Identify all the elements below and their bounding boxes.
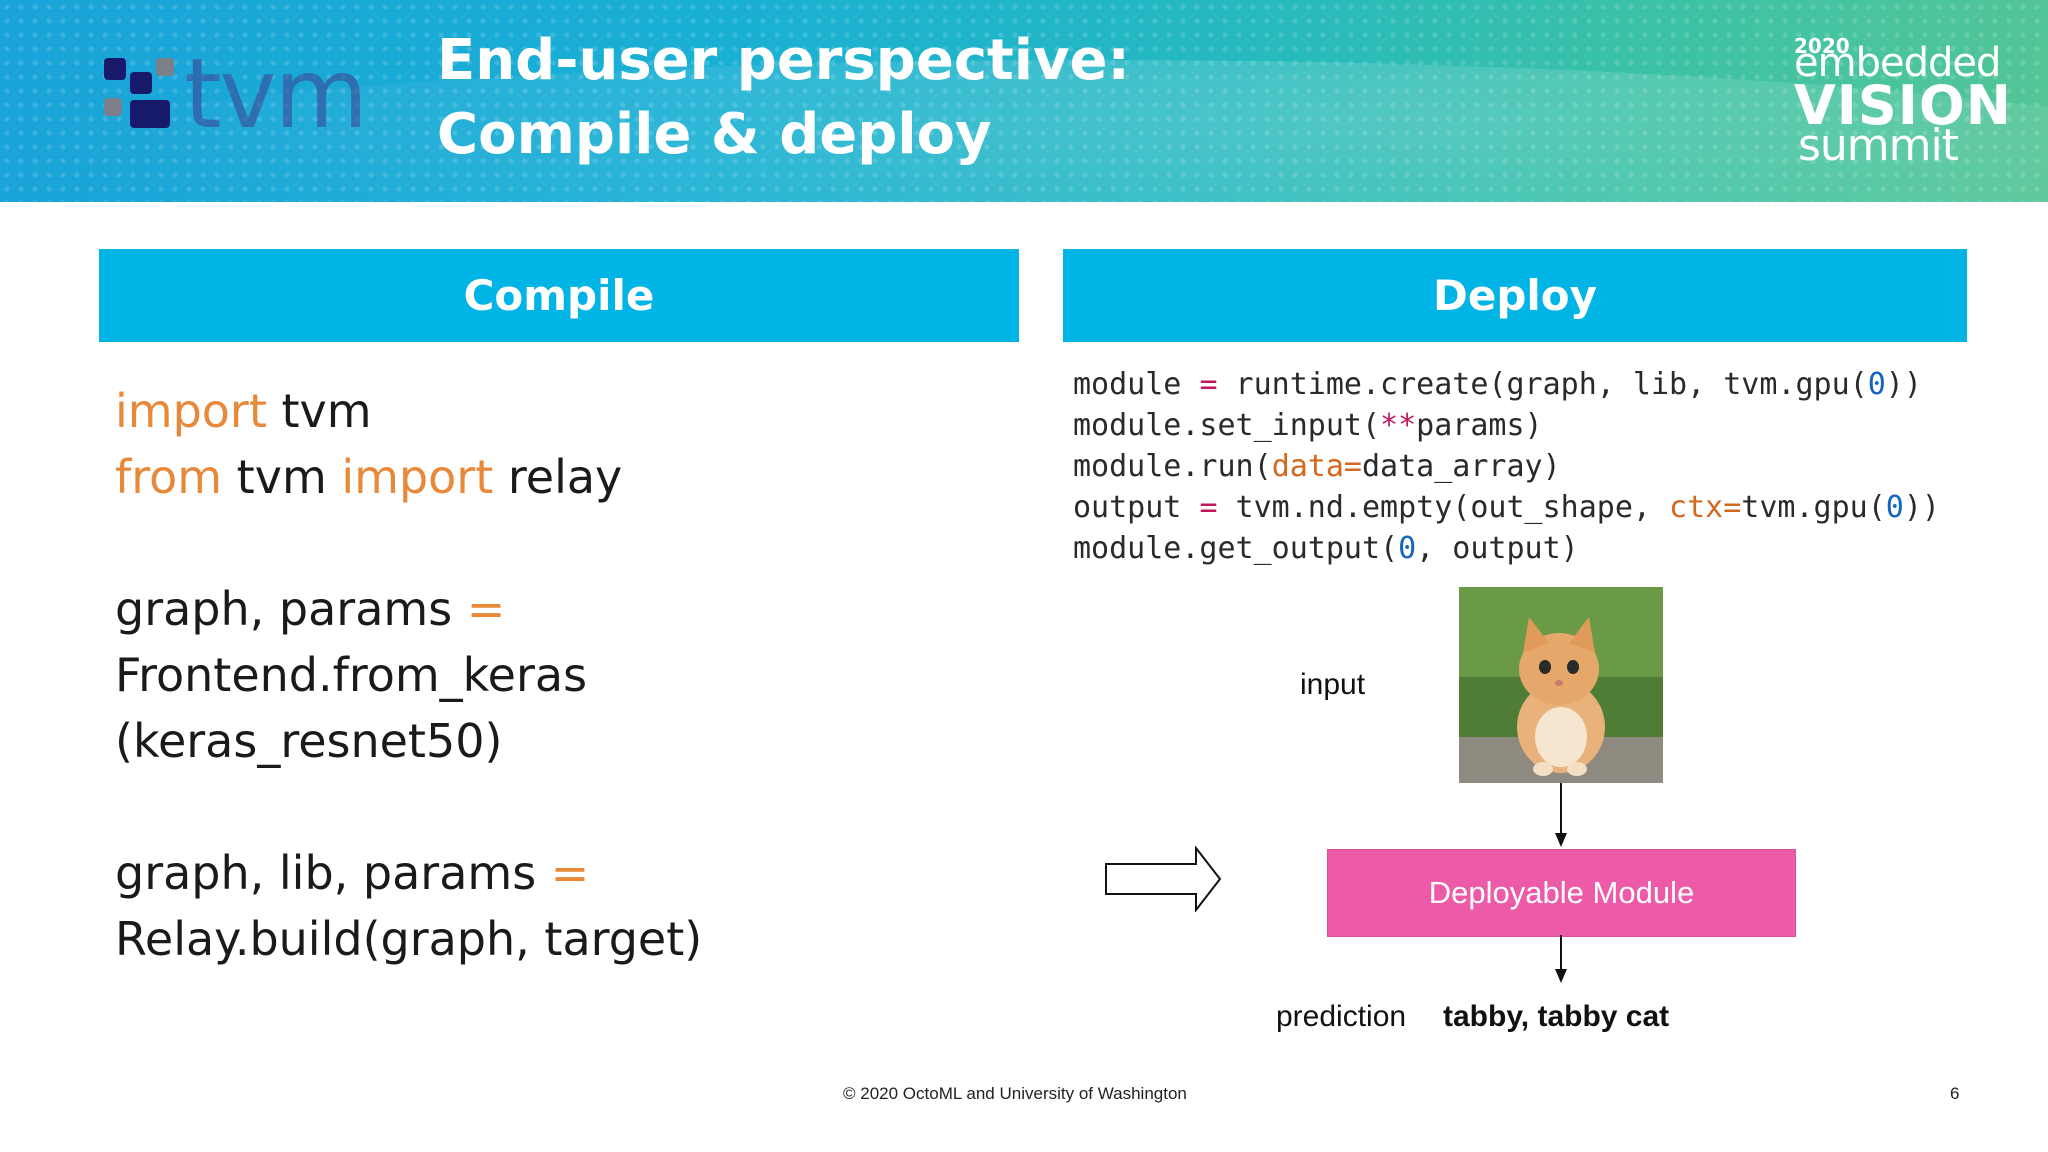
logo-text: tvm [184,38,368,150]
code-text: tvm.nd.empty(out_shape, [1217,490,1670,525]
slide-title: End-user perspective: Compile & deploy [437,24,1130,172]
operator: = [1199,367,1218,402]
keyword-arg: data= [1271,449,1362,484]
code-text: data_array) [1362,449,1561,484]
code-text: tvm [222,450,342,504]
code-text: module.run( [1073,449,1272,484]
copyright-footer: © 2020 OctoML and University of Washingt… [843,1084,1187,1103]
code-line: module.set_input(**params) [1073,405,1940,446]
code-line: Relay.build(graph, target) [115,912,703,966]
number: 0 [1867,367,1886,402]
deploy-header: Deploy [1063,249,1967,342]
operator: = [466,582,506,636]
summit-word-vision: VISION [1794,74,2012,137]
code-text: module.get_output( [1073,531,1399,566]
code-text: runtime.create(graph, lib, tvm.gpu( [1217,367,1868,402]
code-line: Frontend.from_keras [115,648,588,702]
logo-square-icon [130,100,170,128]
header-banner: tvm End-user perspective: Compile & depl… [0,0,2048,202]
code-text: tvm [266,384,372,438]
code-text: )) [1885,367,1922,402]
keyword-arg: ctx= [1669,490,1742,525]
logo-square-icon [104,98,122,116]
code-text: module [1073,367,1200,402]
hollow-right-arrow-icon [1105,846,1222,912]
code-line: (keras_resnet50) [115,714,503,768]
code-line: graph, params = [115,576,702,642]
prediction-value: tabby, tabby cat [1443,1000,1670,1033]
prediction-label: prediction [1276,1000,1407,1033]
input-label: input [1300,668,1366,701]
code-text: , output) [1416,531,1579,566]
page-number: 6 [1950,1084,1960,1103]
code-line: module = runtime.create(graph, lib, tvm.… [1073,364,1940,405]
code-text: graph, lib, params [115,846,551,900]
deployable-module-box: Deployable Module [1327,849,1796,937]
number: 0 [1398,531,1417,566]
summit-year: 2020 [1794,34,1850,58]
arrow-down-icon [1555,935,1567,983]
blank-line [115,510,702,576]
code-text: )) [1903,490,1940,525]
number: 0 [1885,490,1904,525]
compile-header: Compile [99,249,1019,342]
deploy-code-block: module = runtime.create(graph, lib, tvm.… [1073,364,1940,569]
keyword: from [115,450,223,504]
logo-square-icon [104,58,126,80]
code-line: module.run(data=data_array) [1073,446,1940,487]
code-line: from tvm import relay [115,444,702,510]
summit-word-summit: summit [1798,120,1959,171]
code-line: graph, lib, params = [115,840,702,906]
blank-line [115,774,702,840]
arrow-down-icon [1555,783,1567,847]
keyword: import [115,384,267,438]
title-line-1: End-user perspective: [437,28,1130,93]
summit-word-embedded: embedded [1794,40,2001,86]
operator: = [550,846,590,900]
code-line: module.get_output(0, output) [1073,528,1940,569]
tvm-logo: tvm [100,38,380,150]
keyword: import [341,450,494,504]
operator: ** [1380,408,1417,443]
code-line: output = tvm.nd.empty(out_shape, ctx=tvm… [1073,487,1940,528]
kitten-image [1459,587,1663,783]
compile-code-block: import tvm from tvm import relay graph, … [115,378,702,972]
logo-square-icon [156,58,174,76]
code-line: import tvm [115,378,702,444]
operator: = [1199,490,1218,525]
code-text: module.set_input( [1073,408,1381,443]
code-text: output [1073,490,1200,525]
code-text: graph, params [115,582,467,636]
banner-dot-pattern [0,0,2048,202]
title-line-2: Compile & deploy [437,102,992,167]
code-text: tvm.gpu( [1741,490,1886,525]
kitten-illustration-icon [1459,587,1663,783]
logo-square-icon [130,72,152,94]
code-text: relay [493,450,623,504]
code-text: params) [1416,408,1543,443]
